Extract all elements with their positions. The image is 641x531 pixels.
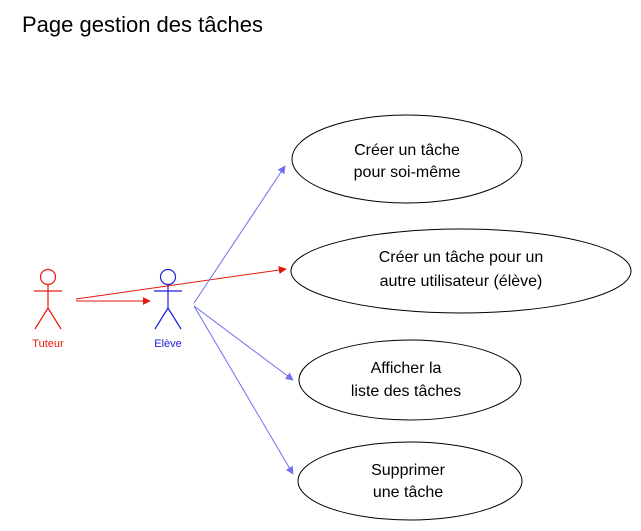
student-actor <box>154 268 182 330</box>
tutor-right-leg <box>47 307 62 330</box>
student-head <box>159 268 177 286</box>
tutor-to-create-for-other-arrow <box>75 266 287 300</box>
page-title: Page gestion des tâches <box>22 12 263 37</box>
use-case-list-tasks-ellipse <box>298 339 522 421</box>
student-left-leg <box>154 307 169 330</box>
student-to-delete-arrow <box>193 305 294 475</box>
use-case-create-self: Créer un tâche pour soi-même <box>291 114 523 204</box>
use-case-delete-task-ellipse <box>297 441 523 521</box>
student-label: Elève <box>154 338 182 350</box>
student-to-list-arrow <box>193 305 294 381</box>
tutor-left-leg <box>34 307 49 330</box>
use-case-list-tasks: Afficher la liste des tâches <box>298 339 522 421</box>
student-to-create-self-arrow <box>193 165 286 304</box>
use-case-create-for-other-line1: Créer un tâche pour un <box>379 249 544 266</box>
use-case-create-for-other-line2: autre utilisateur (élève) <box>380 273 543 290</box>
student-right-leg <box>167 307 182 330</box>
use-case-delete-task-line2: une tâche <box>373 484 443 501</box>
use-case-delete-task: Supprimer une tâche <box>297 441 523 521</box>
tutor-actor <box>34 268 62 330</box>
tutor-head <box>39 268 57 286</box>
use-case-create-for-other-ellipse <box>290 228 632 314</box>
tutor-label: Tuteur <box>32 338 64 350</box>
use-case-delete-task-line1: Supprimer <box>371 462 445 479</box>
use-case-create-for-other: Créer un tâche pour un autre utilisateur… <box>290 228 632 314</box>
use-case-create-self-line1: Créer un tâche <box>354 142 460 159</box>
use-case-create-self-line2: pour soi-même <box>354 164 461 181</box>
use-case-list-tasks-line2: liste des tâches <box>351 383 461 400</box>
use-case-create-self-ellipse <box>291 114 523 204</box>
use-case-list-tasks-line1: Afficher la <box>371 360 442 377</box>
